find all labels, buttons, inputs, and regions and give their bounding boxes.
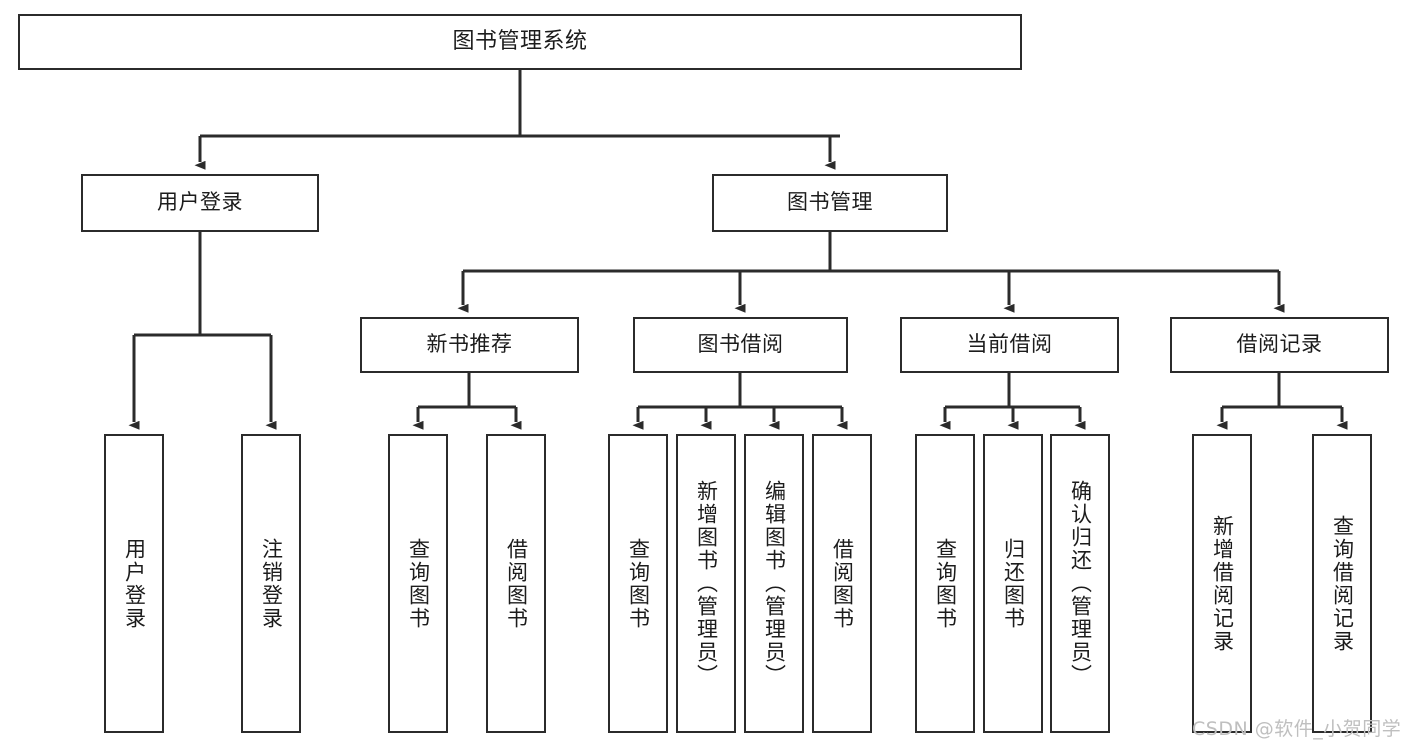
- leaf-query-book-borrow[interactable]: 查询图书: [608, 434, 668, 733]
- leaf-user-login[interactable]: 用户登录: [104, 434, 164, 733]
- leaf-return-book[interactable]: 归还图书: [983, 434, 1043, 733]
- leaf-query-book-recommend[interactable]: 查询图书: [388, 434, 448, 733]
- leaf-query-borrow-record[interactable]: 查询借阅记录: [1312, 434, 1372, 733]
- leaf-borrow-book[interactable]: 借阅图书: [812, 434, 872, 733]
- node-root-label: 图书管理系统: [452, 28, 588, 54]
- leaf-add-borrow-record-label: 新增借阅记录: [1210, 514, 1235, 653]
- leaf-add-book-admin-label: 新增图书（管理员）: [694, 480, 719, 687]
- leaf-user-logout-label: 注销登录: [259, 537, 284, 630]
- leaf-return-book-label: 归还图书: [1001, 537, 1026, 630]
- leaf-confirm-return-admin-label: 确认归还（管理员）: [1068, 480, 1093, 687]
- node-user-login-label: 用户登录: [157, 190, 243, 215]
- leaf-query-book-current-label: 查询图书: [933, 537, 958, 630]
- leaf-borrow-book-recommend-label: 借阅图书: [504, 537, 529, 630]
- node-book-management[interactable]: 图书管理: [712, 174, 948, 232]
- leaf-query-book-recommend-label: 查询图书: [406, 537, 431, 630]
- leaf-query-book-current[interactable]: 查询图书: [915, 434, 975, 733]
- leaf-edit-book-admin[interactable]: 编辑图书（管理员）: [744, 434, 804, 733]
- node-borrow-records[interactable]: 借阅记录: [1170, 317, 1389, 373]
- leaf-query-borrow-record-label: 查询借阅记录: [1330, 514, 1355, 653]
- leaf-add-borrow-record[interactable]: 新增借阅记录: [1192, 434, 1252, 733]
- leaf-borrow-book-recommend[interactable]: 借阅图书: [486, 434, 546, 733]
- node-user-login[interactable]: 用户登录: [81, 174, 319, 232]
- node-book-borrow-label: 图书借阅: [697, 332, 784, 357]
- node-book-management-label: 图书管理: [787, 190, 873, 215]
- leaf-confirm-return-admin[interactable]: 确认归还（管理员）: [1050, 434, 1110, 733]
- leaf-add-book-admin[interactable]: 新增图书（管理员）: [676, 434, 736, 733]
- node-root[interactable]: 图书管理系统: [18, 14, 1022, 70]
- node-borrow-records-label: 借阅记录: [1236, 332, 1323, 357]
- leaf-borrow-book-label: 借阅图书: [830, 537, 855, 630]
- leaf-query-book-borrow-label: 查询图书: [626, 537, 651, 630]
- node-book-borrow[interactable]: 图书借阅: [633, 317, 848, 373]
- leaf-user-login-label: 用户登录: [122, 537, 147, 630]
- leaf-user-logout[interactable]: 注销登录: [241, 434, 301, 733]
- csdn-watermark: CSDN @软件_小贺同学: [1192, 718, 1402, 740]
- node-new-book-recommend-label: 新书推荐: [426, 332, 513, 357]
- node-current-borrow[interactable]: 当前借阅: [900, 317, 1119, 373]
- leaf-edit-book-admin-label: 编辑图书（管理员）: [762, 480, 787, 687]
- node-current-borrow-label: 当前借阅: [966, 332, 1053, 357]
- node-new-book-recommend[interactable]: 新书推荐: [360, 317, 579, 373]
